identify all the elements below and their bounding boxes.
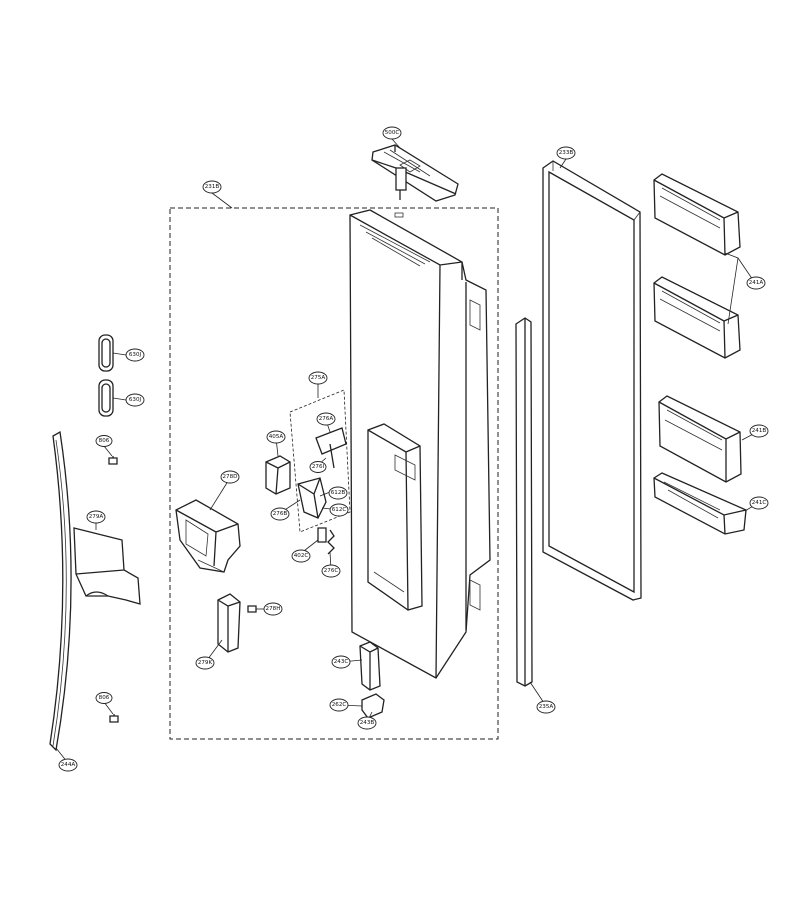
svg-text:278D: 278D bbox=[223, 474, 238, 480]
svg-text:243B: 243B bbox=[360, 720, 375, 726]
svg-text:405A: 405A bbox=[269, 434, 284, 440]
part-278h-screw bbox=[247, 605, 257, 613]
callout-275a: 275A bbox=[308, 371, 328, 385]
part-233b-gasket bbox=[542, 160, 642, 601]
callout-278d: 278D bbox=[220, 470, 240, 484]
part-241b-bin bbox=[658, 395, 742, 483]
part-806-screw-upper bbox=[108, 456, 118, 465]
assembly-boundary-231b bbox=[169, 207, 499, 740]
part-279k-cover bbox=[217, 593, 241, 653]
part-241a-bin-lower bbox=[653, 276, 741, 359]
callout-630j-lower: 630J bbox=[125, 393, 145, 407]
callout-806-upper: 806 bbox=[95, 435, 113, 447]
callout-262c: 262C bbox=[329, 698, 349, 712]
svg-text:278H: 278H bbox=[266, 606, 281, 612]
part-276a-lever bbox=[315, 427, 347, 469]
callout-276i: 276I bbox=[309, 461, 327, 473]
part-405a-switch bbox=[265, 455, 291, 495]
svg-text:262C: 262C bbox=[332, 702, 347, 708]
svg-text:243C: 243C bbox=[334, 659, 349, 665]
part-630j-pad-upper bbox=[98, 334, 114, 372]
part-door-liner bbox=[349, 209, 491, 679]
svg-text:612B: 612B bbox=[331, 490, 346, 496]
svg-text:612C: 612C bbox=[332, 507, 347, 513]
svg-text:630J: 630J bbox=[129, 397, 142, 403]
callout-276a: 276A bbox=[316, 412, 336, 426]
callout-243c: 243C bbox=[331, 655, 351, 669]
part-500c-hinge bbox=[371, 144, 459, 202]
callout-241c: 241C bbox=[749, 496, 769, 510]
callout-279a: 279A bbox=[86, 510, 106, 524]
svg-text:244A: 244A bbox=[61, 762, 76, 768]
callout-231b: 231B bbox=[202, 180, 222, 194]
svg-text:279K: 279K bbox=[198, 660, 213, 666]
svg-text:275A: 275A bbox=[311, 375, 326, 381]
part-241a-bin-upper bbox=[653, 173, 741, 256]
callout-235a: 235A bbox=[536, 700, 556, 714]
svg-text:233B: 233B bbox=[559, 150, 574, 156]
callout-241b: 241B bbox=[749, 424, 769, 438]
callout-276c: 276C bbox=[321, 564, 341, 578]
part-612b-actuator bbox=[297, 477, 327, 519]
svg-text:231B: 231B bbox=[205, 184, 220, 190]
callout-241a: 241A bbox=[746, 276, 766, 290]
svg-text:276I: 276I bbox=[312, 464, 325, 470]
callout-500c: 500C bbox=[382, 126, 402, 140]
svg-text:806: 806 bbox=[99, 438, 110, 444]
part-278d-housing bbox=[175, 499, 241, 573]
part-402c-pin bbox=[317, 527, 327, 543]
part-235a-strip bbox=[515, 317, 533, 687]
part-630j-pad-lower bbox=[98, 379, 114, 417]
svg-text:241A: 241A bbox=[749, 280, 764, 286]
callout-405a: 405A bbox=[266, 430, 286, 444]
svg-text:241B: 241B bbox=[752, 428, 767, 434]
part-279a-bracket bbox=[73, 527, 141, 605]
svg-text:630J: 630J bbox=[129, 352, 142, 358]
part-276c-spring bbox=[327, 529, 335, 555]
svg-text:235A: 235A bbox=[539, 704, 554, 710]
svg-text:279A: 279A bbox=[89, 514, 104, 520]
svg-text:241C: 241C bbox=[752, 500, 767, 506]
callout-630j-upper: 630J bbox=[125, 348, 145, 362]
svg-text:276B: 276B bbox=[273, 511, 288, 517]
callout-279k: 279K bbox=[195, 656, 215, 670]
part-244a-handle bbox=[49, 430, 72, 752]
callout-276b: 276B bbox=[270, 507, 290, 521]
svg-text:806: 806 bbox=[99, 695, 110, 701]
part-262c-clip bbox=[361, 693, 385, 719]
group-275a-outline bbox=[289, 389, 351, 533]
svg-text:276A: 276A bbox=[319, 416, 334, 422]
callout-402c: 402C bbox=[291, 549, 311, 563]
part-243c-bracket bbox=[359, 641, 381, 691]
callout-278h: 278H bbox=[263, 602, 283, 616]
part-806-screw-lower bbox=[109, 714, 119, 723]
callout-233b: 233B bbox=[556, 146, 576, 160]
svg-text:276C: 276C bbox=[324, 568, 339, 574]
callout-244a: 244A bbox=[58, 758, 78, 772]
part-241c-tray bbox=[653, 472, 747, 535]
callout-612b: 612B bbox=[328, 486, 348, 500]
callout-612c: 612C bbox=[329, 503, 349, 517]
callout-243b: 243B bbox=[357, 716, 377, 730]
svg-text:500C: 500C bbox=[385, 130, 400, 136]
callout-806-lower: 806 bbox=[95, 692, 113, 704]
svg-text:402C: 402C bbox=[294, 553, 309, 559]
